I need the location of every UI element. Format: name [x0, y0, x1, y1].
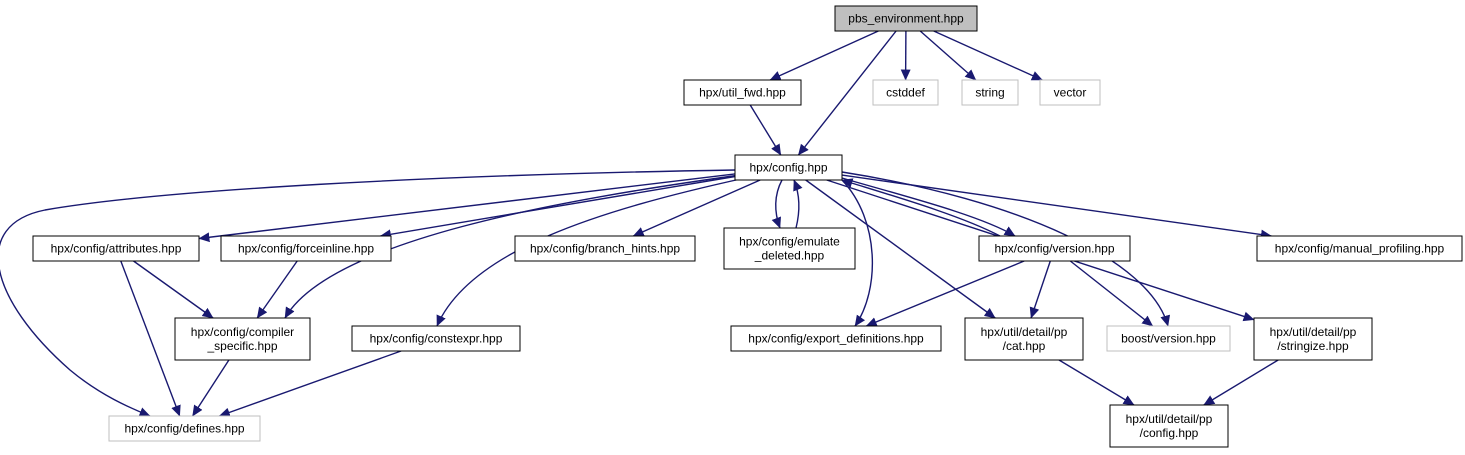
edge-emulate_deleted-to-config — [793, 179, 803, 229]
edge-attributes-to-compiler_specific — [133, 260, 214, 319]
node-label: _deleted.hpp — [754, 249, 825, 263]
node-box — [220, 235, 392, 262]
node-boost_version: boost/version.hpp — [1106, 325, 1231, 352]
edge-version-to-pp_cat — [1029, 260, 1051, 319]
node-label: _specific.hpp — [206, 339, 277, 353]
node-pp_config[interactable]: hpx/util/detail/pp/config.hpp — [1109, 404, 1229, 448]
edge-config-to-defines — [0, 169, 736, 417]
node-box — [961, 79, 1019, 106]
node-label: hpx/config/constexpr.hpp — [370, 332, 503, 346]
node-box — [834, 5, 978, 32]
edge-pp_cat-to-pp_config — [1058, 359, 1135, 406]
node-pp_stringize[interactable]: hpx/util/detail/pp/stringize.hpp — [1253, 317, 1373, 361]
node-box — [108, 415, 261, 442]
node-label: hpx/config/manual_profiling.hpp — [1275, 242, 1445, 256]
edge-version-to-boost_version — [1069, 260, 1154, 327]
node-attributes[interactable]: hpx/config/attributes.hpp — [32, 235, 200, 262]
edge-config-to-attributes — [198, 173, 736, 243]
node-version[interactable]: hpx/config/version.hpp — [978, 235, 1131, 262]
edge-version-to-export_definitions — [865, 260, 1025, 327]
edge-config-to-forceinline — [379, 175, 736, 240]
node-label: hpx/config/branch_hints.hpp — [530, 242, 680, 256]
node-util_fwd[interactable]: hpx/util_fwd.hpp — [683, 79, 802, 106]
node-box — [723, 227, 856, 270]
node-label: hpx/config/attributes.hpp — [51, 242, 182, 256]
node-emulate_deleted[interactable]: hpx/config/emulate_deleted.hpp — [723, 227, 856, 270]
node-box — [730, 325, 942, 352]
node-label: pbs_environment.hpp — [848, 12, 964, 26]
edge-pbs_env-to-string — [919, 30, 977, 81]
node-pbs_env[interactable]: pbs_environment.hpp — [834, 5, 978, 32]
edge-pbs_env-to-vector — [933, 30, 1043, 81]
node-label: hpx/util_fwd.hpp — [699, 86, 786, 100]
node-label: vector — [1054, 86, 1087, 100]
node-box — [872, 79, 939, 106]
edge-config-to-emulate_deleted — [771, 179, 783, 229]
edge-config-to-compiler_specific — [284, 174, 741, 319]
edge-version-to-config — [841, 178, 1001, 237]
node-box — [1256, 235, 1463, 262]
node-label: /stringize.hpp — [1277, 339, 1349, 353]
node-cstddef: cstddef — [872, 79, 939, 106]
edge-config-to-pp_cat — [805, 179, 996, 319]
node-label: boost/version.hpp — [1121, 332, 1216, 346]
node-box — [174, 317, 311, 361]
node-vector: vector — [1039, 79, 1101, 106]
edge-constexpr-to-defines — [218, 350, 402, 418]
node-box — [514, 235, 696, 262]
edge-pp_stringize-to-pp_config — [1203, 359, 1279, 406]
edge-forceinline-to-compiler_specific — [256, 260, 298, 319]
node-forceinline[interactable]: hpx/config/forceinline.hpp — [220, 235, 392, 262]
node-box — [964, 317, 1084, 361]
node-export_definitions[interactable]: hpx/config/export_definitions.hpp — [730, 325, 942, 352]
node-string: string — [961, 79, 1019, 106]
node-box — [32, 235, 200, 262]
edge-pbs_env-to-config — [797, 30, 897, 156]
node-label: string — [975, 86, 1004, 100]
node-box — [351, 325, 521, 352]
node-defines: hpx/config/defines.hpp — [108, 415, 261, 442]
node-label: hpx/config/forceinline.hpp — [238, 242, 374, 256]
node-label: hpx/config/emulate — [739, 235, 840, 249]
node-box — [1109, 404, 1229, 448]
node-config[interactable]: hpx/config.hpp — [734, 154, 843, 181]
node-label: /cat.hpp — [1003, 339, 1046, 353]
edge-util_fwd-to-config — [749, 104, 782, 156]
node-label: /config.hpp — [1140, 426, 1199, 440]
edge-config-to-branch_hints — [632, 179, 761, 237]
edge-config-to-version — [841, 177, 1016, 237]
node-label: hpx/util/detail/pp — [1270, 325, 1357, 339]
node-pp_cat[interactable]: hpx/util/detail/pp/cat.hpp — [964, 317, 1084, 361]
node-box — [1253, 317, 1373, 361]
node-box — [683, 79, 802, 106]
node-manual_profiling[interactable]: hpx/config/manual_profiling.hpp — [1256, 235, 1463, 262]
node-label: hpx/config/version.hpp — [994, 242, 1114, 256]
node-label: hpx/util/detail/pp — [981, 325, 1068, 339]
node-label: hpx/config.hpp — [749, 161, 827, 175]
node-label: hpx/config/compiler — [191, 325, 294, 339]
node-label: hpx/config/defines.hpp — [124, 422, 244, 436]
node-box — [734, 154, 843, 181]
edge-config-to-boost_version — [841, 171, 1171, 327]
edge-attributes-to-defines — [120, 260, 181, 417]
node-label: cstddef — [886, 86, 925, 100]
node-compiler_specific[interactable]: hpx/config/compiler_specific.hpp — [174, 317, 311, 361]
node-branch_hints[interactable]: hpx/config/branch_hints.hpp — [514, 235, 696, 262]
nodes-layer: pbs_environment.hpp hpx/util_fwd.hpp cstdd… — [32, 5, 1463, 448]
node-label: hpx/util/detail/pp — [1126, 412, 1213, 426]
edge-pbs_env-to-util_fwd — [769, 30, 879, 81]
node-constexpr[interactable]: hpx/config/constexpr.hpp — [351, 325, 521, 352]
node-label: hpx/config/export_definitions.hpp — [748, 332, 924, 346]
edge-compiler_specific-to-defines — [192, 359, 230, 417]
node-box — [1106, 325, 1231, 352]
edge-config-to-export_definitions — [841, 179, 874, 327]
node-box — [1039, 79, 1101, 106]
node-box — [978, 235, 1131, 262]
